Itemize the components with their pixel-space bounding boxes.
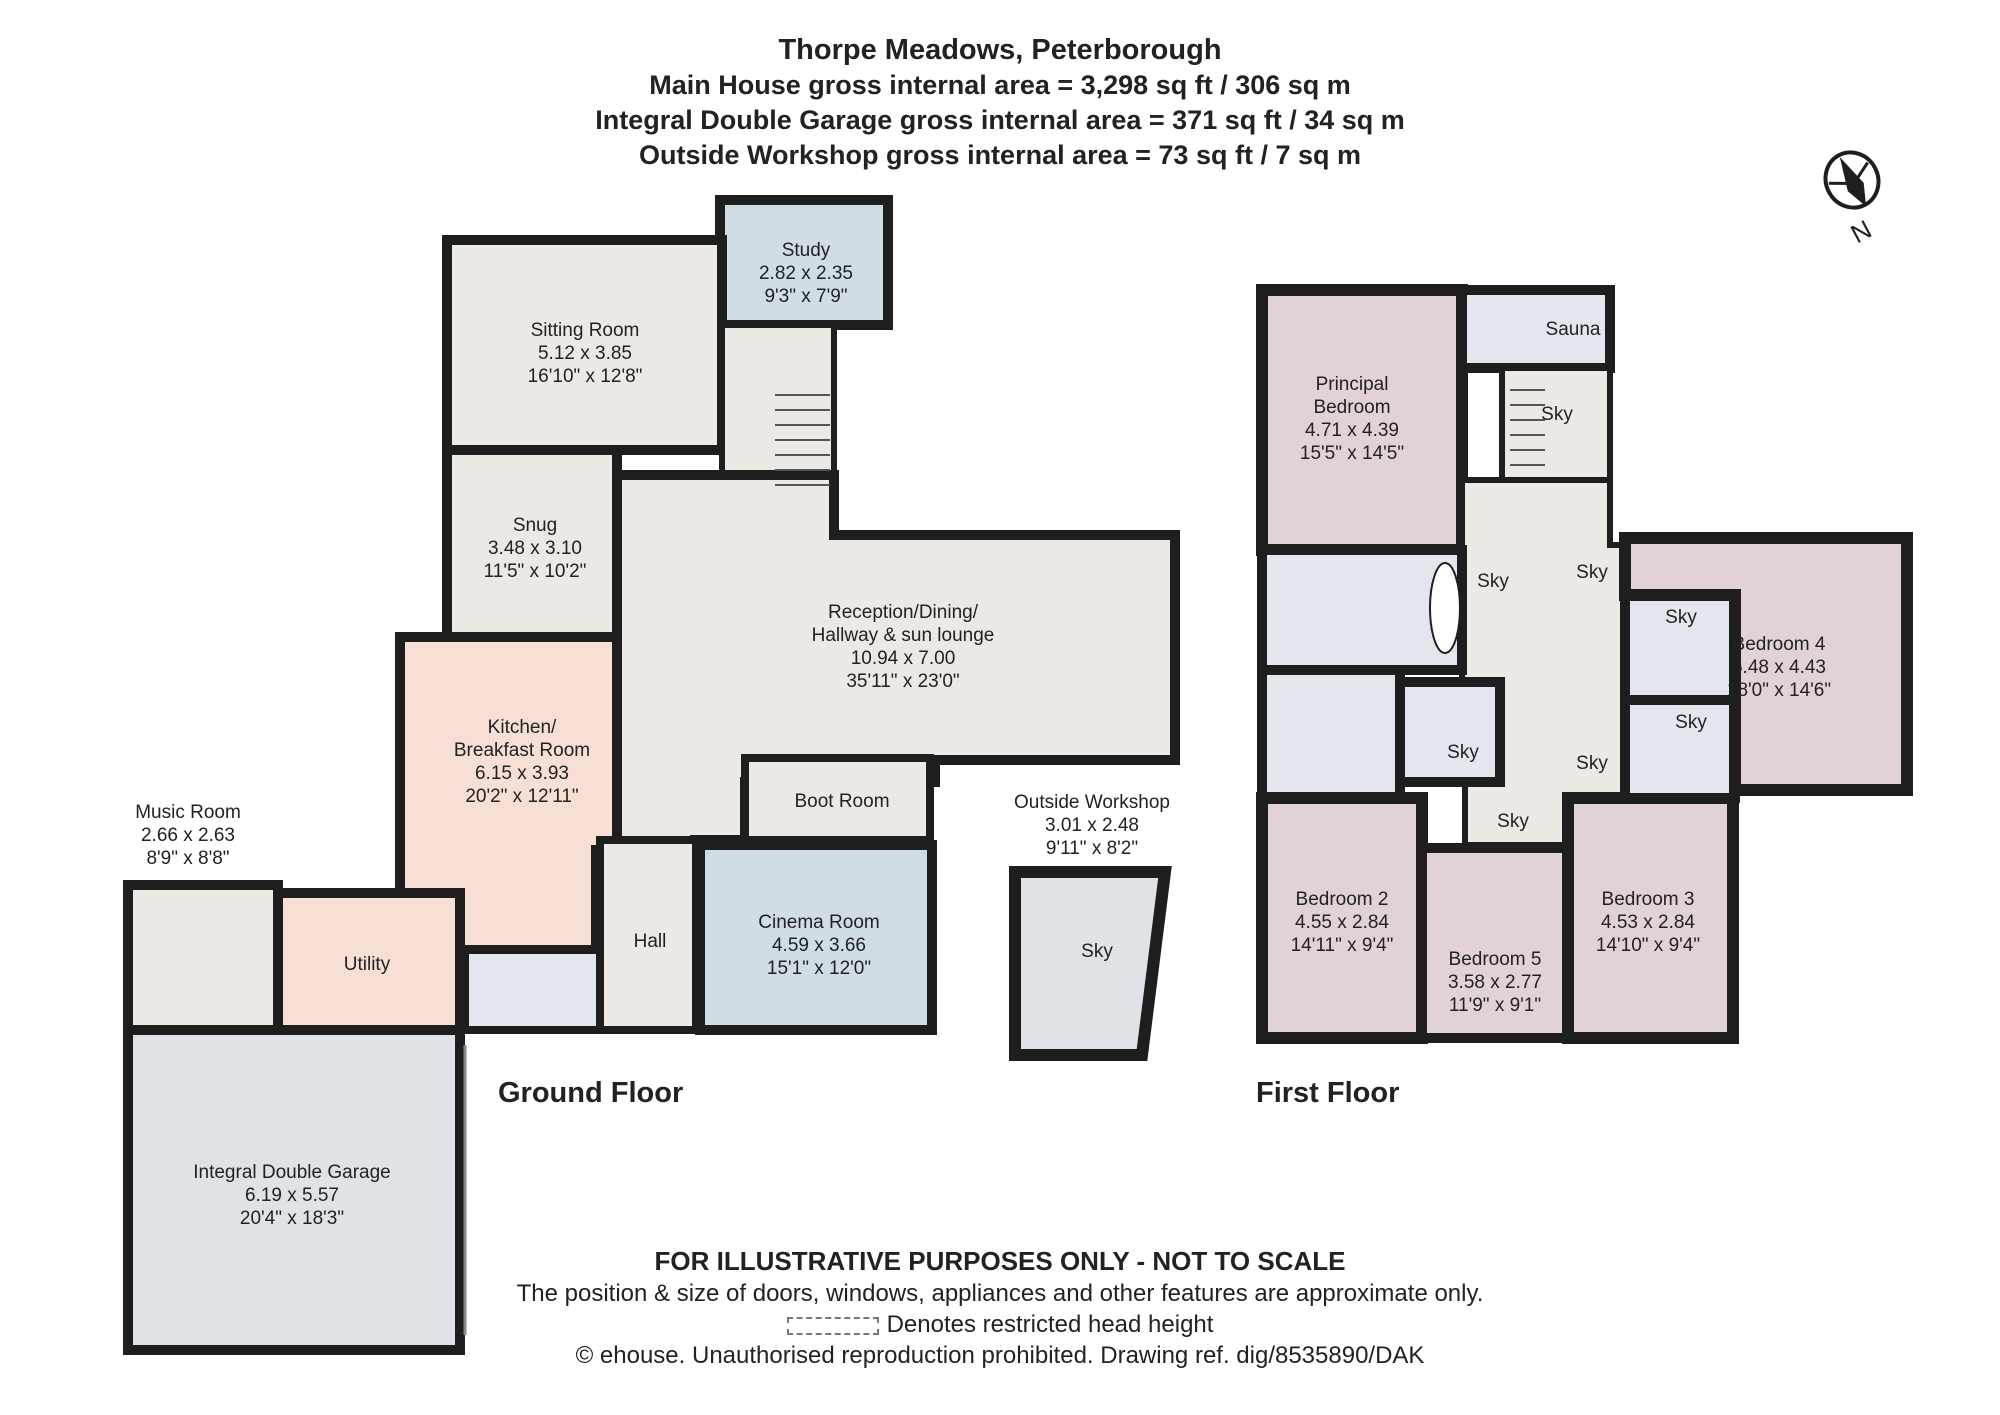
plan-title: Thorpe Meadows, Peterborough: [778, 34, 1222, 66]
bed2-metric: 4.55 x 2.84: [1295, 912, 1389, 933]
room-ensuite: [1257, 545, 1467, 675]
cinema-imperial: 15'1" x 12'0": [767, 958, 871, 979]
room-bathroom-3: [1395, 677, 1505, 787]
bed2-label: Bedroom 2: [1296, 889, 1389, 910]
garage-label: Integral Double Garage: [193, 1162, 391, 1183]
study-imperial: 9'3" x 7'9": [764, 286, 847, 307]
principal-label-1: Principal: [1316, 374, 1389, 395]
bed4-label: Bedroom 4: [1733, 634, 1826, 655]
bed5-imperial: 11'9" x 9'1": [1449, 995, 1541, 1016]
room-bedroom-3: [1562, 792, 1739, 1044]
skylight-ensuite: Sky: [1665, 607, 1697, 628]
room-music: [123, 880, 283, 1035]
skylight-bathroom: Sky: [1447, 742, 1479, 763]
skylight-landing-3: Sky: [1576, 753, 1608, 774]
room-wc: [461, 946, 604, 1034]
restricted-height-swatch: [786, 1316, 879, 1335]
bed5-label: Bedroom 5: [1449, 949, 1542, 970]
boot-label: Boot Room: [794, 791, 889, 812]
hall-label: Hall: [634, 931, 667, 952]
principal-imperial: 15'5" x 14'5": [1300, 443, 1404, 464]
kitchen-imperial: 20'2" x 12'11": [465, 786, 578, 807]
bed4-metric: 5.48 x 4.43: [1732, 657, 1826, 678]
kitchen-metric: 6.15 x 3.93: [475, 763, 569, 784]
sitting-label: Sitting Room: [531, 320, 640, 341]
reception-label-2: Hallway & sun lounge: [812, 625, 995, 646]
compass-icon: [1823, 150, 1881, 210]
workshop-metric: 3.01 x 2.48: [1045, 815, 1139, 836]
sitting-imperial: 16'10" x 12'8": [528, 366, 643, 387]
reception-imperial: 35'11" x 23'0": [846, 671, 959, 692]
study-label: Study: [782, 240, 831, 261]
bed3-imperial: 14'10" x 9'4": [1596, 935, 1700, 956]
bed4-imperial: 18'0" x 14'6": [1727, 680, 1831, 701]
skylight-landing: Sky: [1477, 571, 1509, 592]
skylight-stair: Sky: [1541, 404, 1573, 425]
ground-floor-plan: [123, 195, 1180, 1355]
bath-tub: [1429, 562, 1461, 654]
bed5-metric: 3.58 x 2.77: [1448, 972, 1542, 993]
bed3-label: Bedroom 3: [1602, 889, 1695, 910]
room-bedroom-4: [1619, 532, 1913, 796]
first-floor-label: First Floor: [1256, 1077, 1400, 1109]
kitchen-label-2: Breakfast Room: [454, 740, 590, 761]
snug-label: Snug: [513, 515, 557, 536]
music-metric: 2.66 x 2.63: [141, 825, 235, 846]
sauna-label: Sauna: [1546, 319, 1601, 340]
bed3-metric: 4.53 x 2.84: [1601, 912, 1695, 933]
sitting-metric: 5.12 x 3.85: [538, 343, 632, 364]
utility-label: Utility: [344, 954, 391, 975]
bed2-imperial: 14'11" x 9'4": [1291, 935, 1394, 956]
kitchen-label-1: Kitchen/: [488, 717, 557, 738]
landing: [1459, 477, 1628, 848]
reception-metric: 10.94 x 7.00: [851, 648, 956, 669]
room-hall: [596, 836, 700, 1034]
room-garage: [123, 1025, 465, 1355]
skylight-landing-2: Sky: [1576, 562, 1608, 583]
room-sauna: [1457, 285, 1615, 373]
room-bathroom-2: [1257, 665, 1405, 803]
cinema-metric: 4.59 x 3.66: [772, 935, 866, 956]
workshop-label: Outside Workshop: [1014, 792, 1170, 813]
skylight-landing-4: Sky: [1497, 811, 1529, 832]
room-workshop: [1009, 866, 1172, 1061]
room-bedroom-2: [1256, 792, 1428, 1044]
music-imperial: 8'9" x 8'8": [146, 848, 229, 869]
garage-imperial: 20'4" x 18'3": [240, 1208, 344, 1229]
workshop-imperial: 9'11" x 8'2": [1046, 838, 1138, 859]
snug-metric: 3.48 x 3.10: [488, 538, 582, 559]
principal-label-2: Bedroom: [1313, 397, 1390, 418]
reception-label-1: Reception/Dining/: [828, 602, 979, 623]
disclaimer-text: The position & size of doors, windows, a…: [516, 1280, 1484, 1307]
first-floor-plan: [1256, 284, 1913, 1044]
garage-area: Integral Double Garage gross internal ar…: [595, 105, 1405, 135]
disclaimer-title: FOR ILLUSTRATIVE PURPOSES ONLY - NOT TO …: [654, 1246, 1346, 1276]
ground-floor-label: Ground Floor: [498, 1077, 684, 1109]
principal-metric: 4.71 x 4.39: [1305, 420, 1399, 441]
music-label: Music Room: [135, 802, 241, 823]
skylight-bathroom-2: Sky: [1675, 712, 1707, 733]
stair-treads-first: [1510, 389, 1545, 466]
snug-imperial: 11'5" x 10'2": [484, 561, 587, 582]
workshop-area: Outside Workshop gross internal area = 7…: [639, 140, 1361, 170]
copyright: © ehouse. Unauthorised reproduction proh…: [575, 1342, 1425, 1369]
restricted-height-text: Denotes restricted head height: [886, 1311, 1214, 1338]
room-boot: [741, 754, 934, 844]
main-house-area: Main House gross internal area = 3,298 s…: [649, 70, 1351, 100]
cinema-label: Cinema Room: [758, 912, 879, 933]
workshop-skylight: Sky: [1081, 941, 1113, 962]
study-metric: 2.82 x 2.35: [759, 263, 853, 284]
compass-letter: N: [1846, 214, 1877, 249]
stair-treads: [775, 394, 830, 486]
garage-metric: 6.19 x 5.57: [245, 1185, 339, 1206]
restricted-height-legend: Denotes restricted head height: [0, 1311, 2000, 1339]
